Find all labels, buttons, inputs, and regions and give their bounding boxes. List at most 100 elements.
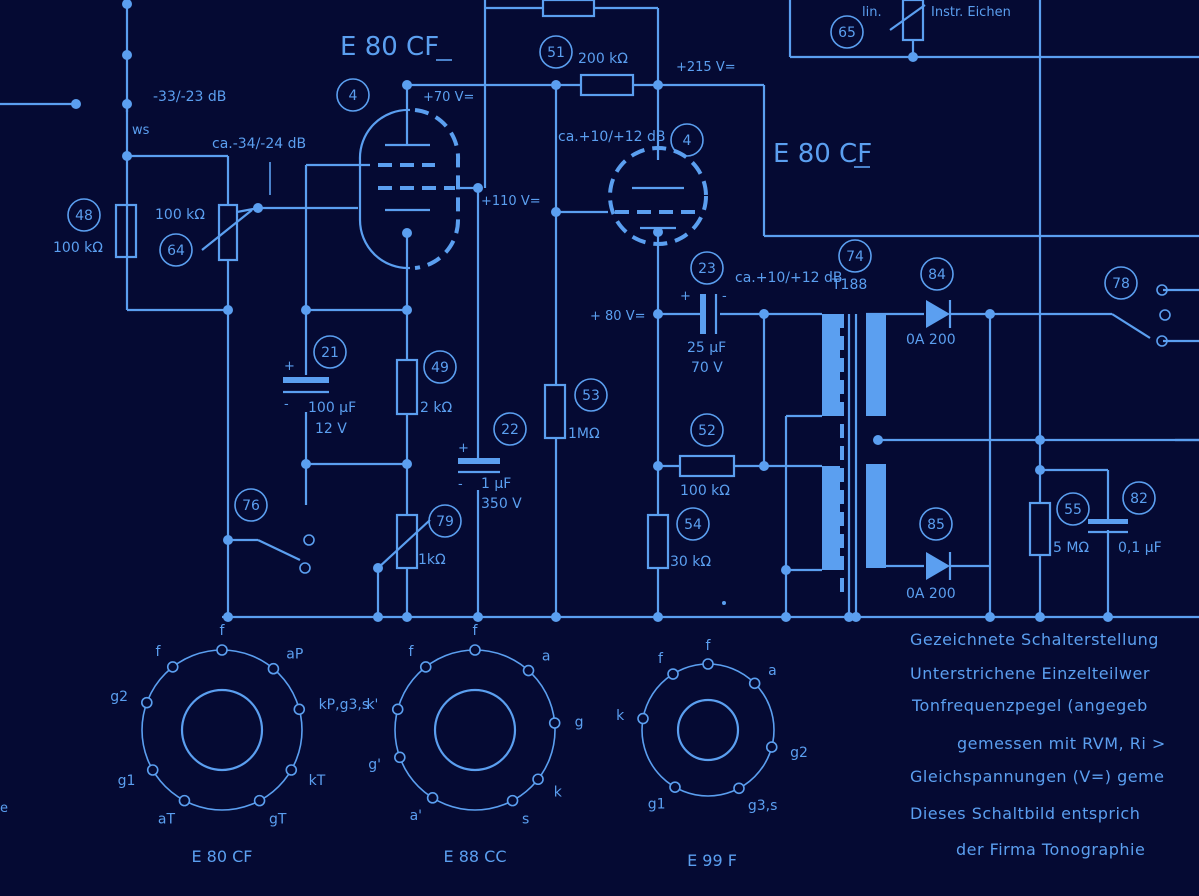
- level-1: -33/-23 dB: [153, 89, 226, 105]
- resistor-55: [1028, 501, 1052, 557]
- note-line: Unterstrichene Einzelteilwer: [910, 664, 1150, 683]
- socket-pin-label: g1: [118, 773, 136, 789]
- capacitor-22: [458, 458, 500, 464]
- socket-pin: [548, 717, 561, 729]
- socket-pin-label: g1: [648, 797, 666, 813]
- socket-pin-label: a: [542, 649, 551, 665]
- svg-text:21: 21: [321, 345, 339, 361]
- socket-pin-label: gT: [269, 811, 287, 827]
- note-line: Dieses Schaltbild entsprich: [910, 804, 1140, 823]
- resistor-52: [678, 454, 736, 478]
- svg-text:-: -: [458, 477, 463, 492]
- socket-pin: [391, 703, 404, 716]
- socket-pin: [532, 773, 544, 786]
- socket-pin: [293, 703, 306, 716]
- socket-pin-label: a: [768, 663, 777, 679]
- socket-pin: [146, 764, 159, 776]
- svg-text:1kΩ: 1kΩ: [418, 552, 446, 568]
- svg-text:23: 23: [698, 261, 716, 277]
- socket-pin: [469, 644, 481, 656]
- socket-pin: [748, 677, 761, 690]
- note-line: der Firma Tonographie: [956, 840, 1145, 859]
- svg-text:100 kΩ: 100 kΩ: [680, 483, 730, 499]
- transformer-primary-bottom: [822, 466, 840, 570]
- socket-pin: [667, 668, 679, 680]
- socket-pin: [765, 741, 778, 753]
- level-3: ca.+10/+12 dB: [558, 129, 665, 145]
- svg-text:12 V: 12 V: [315, 421, 347, 437]
- socket-pin: [285, 764, 298, 776]
- resistor-51: [579, 73, 635, 97]
- part-number-circles: [67, 15, 1156, 541]
- socket-pin: [702, 658, 714, 670]
- socket-pin: [419, 661, 432, 673]
- svg-text:82: 82: [1130, 491, 1148, 507]
- svg-text:53: 53: [582, 388, 600, 404]
- resistor-79: [395, 513, 419, 570]
- svg-text:+: +: [680, 289, 691, 304]
- socket-pin: [733, 782, 745, 795]
- svg-text:Instr. Eichen: Instr. Eichen: [931, 5, 1011, 20]
- level-4: ca.+10/+12 dB: [735, 270, 842, 286]
- resistor-49: [395, 358, 419, 416]
- socket-label-3: E 99 F: [687, 851, 737, 870]
- tube-2-envelope: [608, 146, 708, 246]
- svg-text:78: 78: [1112, 276, 1130, 292]
- svg-text:64: 64: [167, 243, 185, 259]
- resistor-48: [114, 203, 138, 259]
- resistor-53: [543, 383, 567, 440]
- socket-pin: [522, 664, 535, 677]
- svg-text:79: 79: [436, 514, 454, 530]
- svg-text:+: +: [458, 441, 469, 456]
- svg-text:lin.: lin.: [862, 5, 882, 20]
- svg-text:30 kΩ: 30 kΩ: [670, 554, 711, 570]
- diode-84: [926, 300, 950, 328]
- tube-label-right: E 80 CF: [773, 139, 872, 169]
- resistor-top: [541, 0, 596, 18]
- tube-label-left: E 80 CF: [340, 32, 439, 62]
- voltage-215: +215 V=: [676, 60, 736, 75]
- socket-pin: [253, 794, 266, 807]
- svg-text:85: 85: [927, 517, 945, 533]
- svg-text:100 µF: 100 µF: [308, 400, 356, 416]
- socket-pin: [637, 712, 649, 725]
- socket-pin-label: f: [658, 651, 664, 667]
- svg-text:70 V: 70 V: [691, 360, 723, 376]
- svg-text:84: 84: [928, 267, 946, 283]
- svg-text:0A 200: 0A 200: [906, 332, 956, 348]
- note-line: Gezeichnete Schalterstellung: [910, 630, 1159, 649]
- svg-text:4: 4: [349, 88, 358, 104]
- svg-text:1 µF: 1 µF: [481, 476, 511, 492]
- svg-text:100 kΩ: 100 kΩ: [155, 207, 205, 223]
- socket-pin-label: f: [408, 644, 414, 660]
- socket-pin-label: k': [366, 697, 378, 713]
- svg-text:-: -: [722, 289, 727, 304]
- svg-text:0A 200: 0A 200: [906, 586, 956, 602]
- socket-label-2: E 88 CC: [444, 847, 507, 866]
- capacitor-23: [700, 294, 706, 334]
- socket-pin-label: g2: [790, 745, 808, 761]
- socket-pin-label: k: [554, 785, 563, 801]
- svg-text:1MΩ: 1MΩ: [568, 426, 600, 442]
- svg-text:76: 76: [242, 498, 260, 514]
- svg-text:100 kΩ: 100 kΩ: [53, 240, 103, 256]
- note-line: Tonfrequenzpegel (angegeb: [911, 696, 1148, 715]
- socket-pin: [166, 661, 179, 673]
- svg-text:-: -: [284, 397, 289, 412]
- edge-char: e: [0, 801, 8, 816]
- socket-pin-label: g: [575, 714, 584, 730]
- voltage-80: + 80 V=: [590, 309, 646, 324]
- socket-pin-label: kT: [309, 773, 326, 789]
- svg-text:2 kΩ: 2 kΩ: [420, 400, 452, 416]
- socket-pin: [216, 644, 228, 656]
- socket-pin-label: s: [522, 811, 529, 827]
- transformer-secondary-bottom: [866, 464, 886, 568]
- svg-text:74: 74: [846, 249, 864, 265]
- level-2: ca.-34/-24 dB: [212, 136, 306, 152]
- socket-pin-label: aP: [286, 646, 303, 662]
- svg-text:49: 49: [431, 360, 449, 376]
- socket-pin-label: g': [368, 757, 381, 773]
- components: [114, 0, 1171, 580]
- diode-85: [926, 552, 950, 580]
